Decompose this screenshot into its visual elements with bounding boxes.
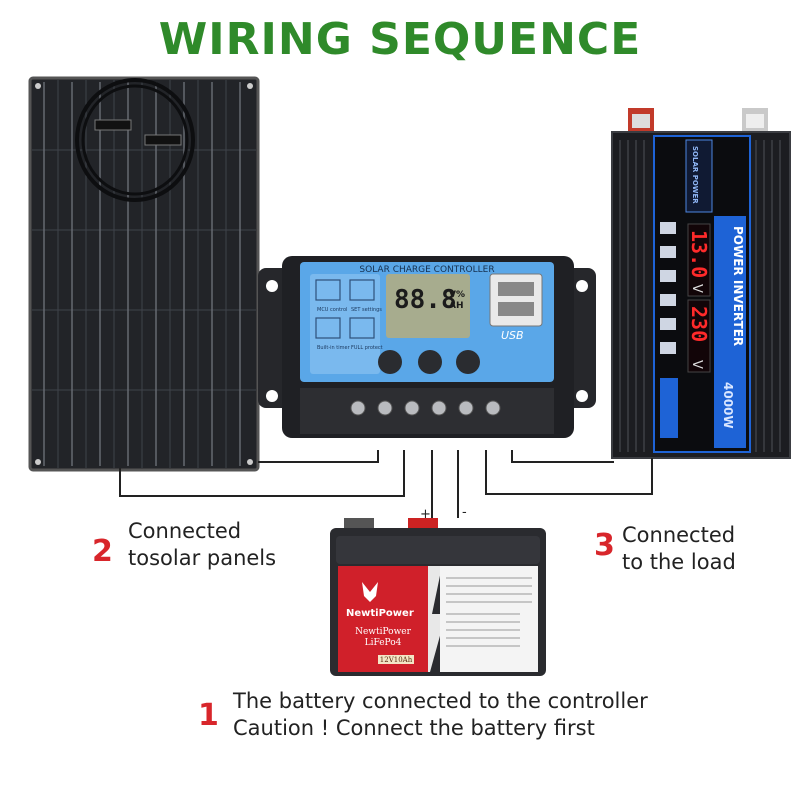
step-2-line-1: Connected: [128, 519, 242, 543]
step-1-line-2: Caution ! Connect the battery first: [233, 716, 595, 740]
inverter-input-unit: V: [689, 284, 704, 293]
controller-lcd-unit-top: V%: [449, 290, 465, 300]
controller-icon-label-full: FULL protect: [351, 345, 383, 351]
inverter-input-voltage: 13.0: [687, 230, 711, 278]
battery-rating: 12V10Ah: [380, 656, 413, 664]
controller-icon-label-mcu: MCU control: [317, 307, 347, 313]
page-title: WIRING SEQUENCE: [158, 14, 642, 65]
battery-minus-mark: -: [462, 505, 467, 520]
step-2-line-2: tosolar panels: [128, 546, 277, 570]
battery: [330, 518, 546, 676]
inverter-output-unit: V: [689, 360, 704, 369]
wires: [119, 450, 653, 518]
step-2-label: Connected tosolar panels: [128, 518, 276, 572]
inverter-brand: SOLAR POWER: [691, 146, 699, 204]
controller-icon-label-timer: Built-in timer: [317, 345, 351, 351]
controller-header: SOLAR CHARGE CONTROLLER: [359, 265, 494, 275]
inverter-watt: 4000W: [721, 382, 735, 429]
step-3-line-2: to the load: [622, 550, 736, 574]
battery-brand: NewtiPower: [346, 608, 414, 619]
inverter-output-voltage: 230: [687, 306, 711, 342]
battery-model-line2: LiFePo4: [365, 638, 402, 648]
step-3-number: 3: [594, 528, 615, 563]
step-3-line-1: Connected: [622, 523, 736, 547]
step-1-number: 1: [198, 698, 219, 733]
inverter-name: POWER INVERTER: [731, 226, 745, 346]
step-1-line-1: The battery connected to the controller: [233, 689, 648, 713]
controller-lcd-readout: 88.8: [394, 285, 457, 315]
solar-panel: [28, 76, 260, 472]
controller-icon-label-set: SET settings: [351, 307, 382, 313]
step-3-label: Connected to the load: [622, 522, 736, 576]
charge-controller: [258, 256, 596, 438]
power-inverter: [611, 108, 791, 459]
battery-model-line1: NewtiPower: [355, 627, 412, 637]
usb-label: USB: [501, 329, 524, 342]
battery-plus-mark: +: [420, 507, 431, 522]
step-1-label: The battery connected to the controller …: [233, 688, 648, 742]
controller-lcd-unit-bottom: AH: [449, 301, 464, 311]
step-2-number: 2: [92, 534, 113, 569]
